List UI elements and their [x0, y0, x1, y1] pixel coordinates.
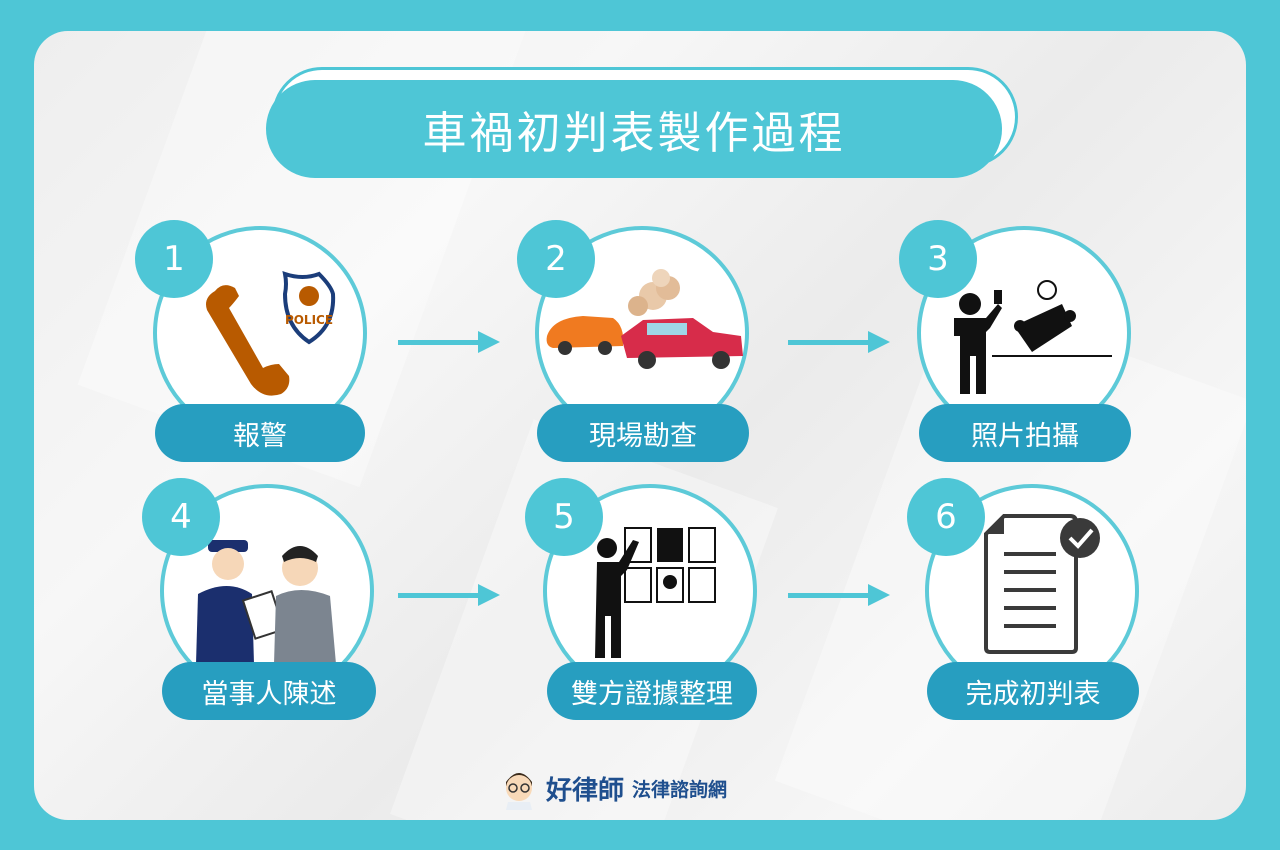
step-number: 3 [899, 220, 977, 298]
lawyer-mascot-icon [506, 773, 532, 810]
step-label: 現場勘查 [537, 404, 749, 462]
step-5: 5 雙方證據整理 [525, 478, 763, 724]
brand-name: 好律師 [546, 775, 625, 806]
step-number: 5 [525, 478, 603, 556]
person-photographing-overturned-car-icon [954, 280, 1112, 394]
svg-text:POLICE: POLICE [285, 313, 333, 327]
arrow-right-icon [788, 331, 890, 353]
step-number: 6 [907, 478, 985, 556]
step-label: 照片拍攝 [919, 404, 1131, 462]
car-crash-icon [546, 269, 743, 369]
step-label: 雙方證據整理 [547, 662, 757, 720]
step-label: 報警 [155, 404, 365, 462]
page-title: 車禍初判表製作過程 [266, 80, 1002, 178]
document-checkmark-icon [984, 514, 1100, 654]
step-number: 4 [142, 478, 220, 556]
arrow-right-icon [788, 584, 890, 606]
step-2: 2 現場勘查 [517, 220, 755, 466]
footer-logo: 好律師 法律諮詢網 [500, 766, 727, 810]
step-number: 1 [135, 220, 213, 298]
step-label: 當事人陳述 [162, 662, 376, 720]
brand-subtitle: 法律諮詢網 [632, 778, 728, 801]
arrow-right-icon [398, 584, 500, 606]
step-3: 3 照片拍攝 [899, 220, 1137, 466]
step-1: POLICE 1 報警 [135, 220, 373, 466]
step-label: 完成初判表 [927, 662, 1139, 720]
police-taking-statement-icon [196, 540, 336, 664]
step-number: 2 [517, 220, 595, 298]
phone-police-badge-icon: POLICE [206, 271, 336, 396]
person-organizing-documents-icon [595, 527, 716, 658]
arrow-right-icon [398, 331, 500, 353]
step-6: 6 完成初判表 [907, 478, 1145, 724]
step-4: 4 當事人陳述 [142, 478, 380, 724]
